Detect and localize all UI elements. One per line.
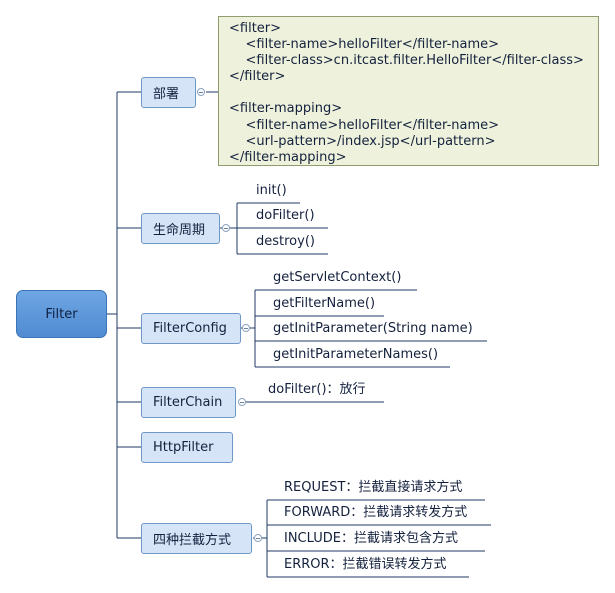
- leaf-getinitparameternames[interactable]: getInitParameterNames(): [273, 347, 439, 362]
- collapse-lifecycle-icon[interactable]: [222, 224, 230, 232]
- code-line: </filter>: [229, 69, 286, 85]
- code-line: <filter-mapping>: [229, 101, 343, 117]
- collapse-deploy-icon[interactable]: [197, 88, 205, 96]
- node-lifecycle[interactable]: 生命周期: [141, 213, 220, 244]
- leaf-include[interactable]: INCLUDE：拦截请求包含方式: [284, 531, 458, 546]
- node-lifecycle-label: 生命周期: [153, 223, 206, 238]
- node-httpfilter[interactable]: HttpFilter: [141, 432, 233, 463]
- root-label: Filter: [45, 306, 78, 322]
- code-line: <filter-class>cn.itcast.filter.HelloFilt…: [229, 53, 584, 69]
- code-line: [229, 85, 588, 101]
- collapse-filterconfig-icon[interactable]: [242, 324, 250, 332]
- code-line: <filter-name>helloFilter</filter-name>: [229, 37, 500, 53]
- leaf-dofilter[interactable]: doFilter(): [256, 208, 315, 223]
- node-deploy-label: 部署: [153, 87, 180, 102]
- leaf-getservletcontext[interactable]: getServletContext(): [273, 270, 402, 285]
- leaf-forward[interactable]: FORWARD：拦截请求转发方式: [284, 505, 468, 520]
- collapse-filterchain-icon[interactable]: [238, 398, 246, 406]
- collapse-dispatch-icon[interactable]: [254, 534, 262, 542]
- node-filterchain[interactable]: FilterChain: [141, 387, 236, 418]
- leaf-chain-dofilter[interactable]: doFilter()：放行: [268, 382, 366, 397]
- node-deploy[interactable]: 部署: [141, 77, 196, 108]
- root-node-filter[interactable]: Filter: [16, 290, 107, 338]
- leaf-destroy[interactable]: destroy(): [256, 234, 315, 249]
- leaf-getinitparameter[interactable]: getInitParameter(String name): [273, 321, 473, 336]
- node-dispatch[interactable]: 四种拦截方式: [141, 523, 252, 554]
- code-line: </filter-mapping>: [229, 149, 347, 165]
- node-filterconfig-label: FilterConfig: [153, 321, 227, 336]
- leaf-error[interactable]: ERROR：拦截错误转发方式: [284, 557, 447, 572]
- node-httpfilter-label: HttpFilter: [153, 440, 214, 455]
- code-line: <filter>: [229, 21, 282, 36]
- node-filterchain-label: FilterChain: [153, 395, 223, 410]
- leaf-request[interactable]: REQUEST：拦截直接请求方式: [284, 480, 463, 495]
- node-dispatch-label: 四种拦截方式: [153, 533, 232, 548]
- leaf-init[interactable]: init(): [256, 183, 287, 198]
- node-filterconfig[interactable]: FilterConfig: [141, 313, 241, 344]
- leaf-getfiltername[interactable]: getFilterName(): [273, 296, 376, 311]
- code-line: <url-pattern>/index.jsp</url-pattern>: [229, 133, 496, 149]
- code-line: <filter-name>helloFilter</filter-name>: [229, 117, 500, 133]
- deploy-code-note: <filter> <filter-name>helloFilter</filte…: [218, 16, 599, 166]
